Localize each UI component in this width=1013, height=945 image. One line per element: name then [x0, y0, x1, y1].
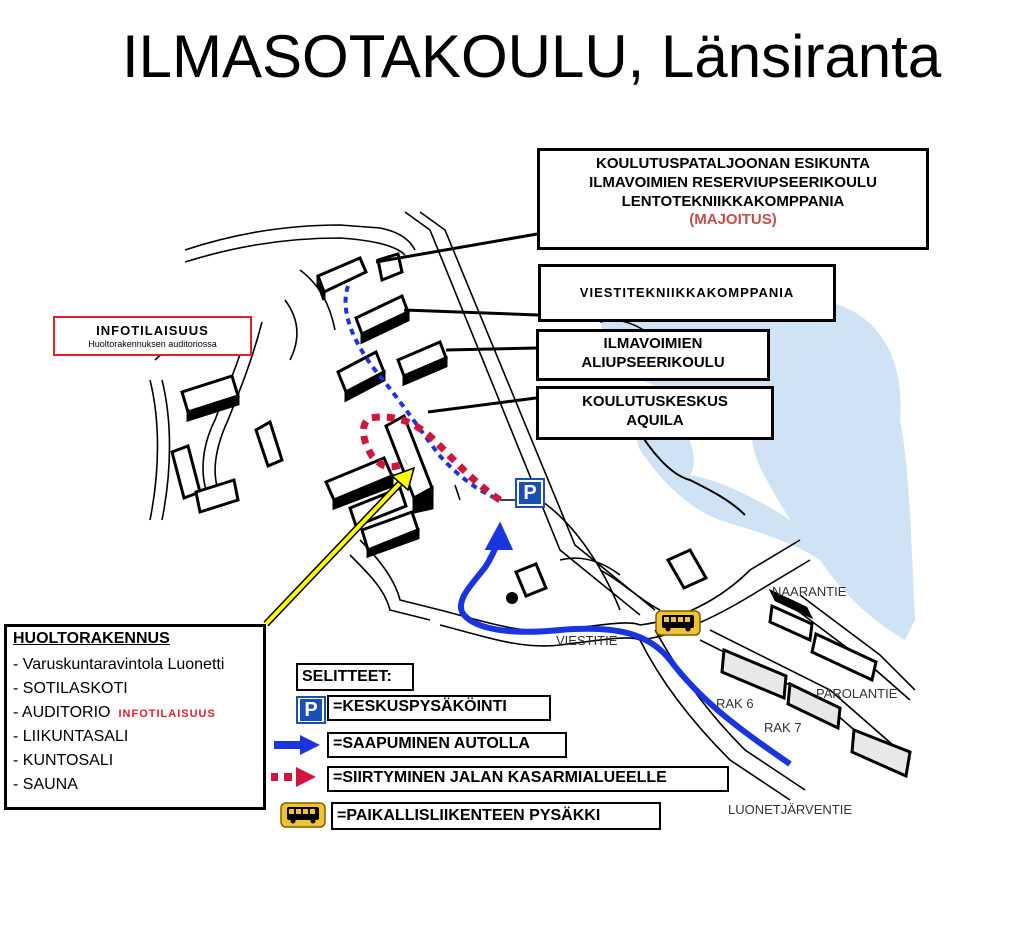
road-label-luonetjarventie: LUONETJÄRVENTIE — [728, 802, 853, 817]
callout-aquila-line2: AQUILA — [626, 411, 684, 429]
page-title: ILMASOTAKOULU, Länsiranta — [122, 23, 942, 90]
building — [514, 562, 548, 598]
huoltorakennus-box: HUOLTORAKENNUS - Varuskuntaravintola Luo… — [4, 624, 266, 810]
callout-aliupseerikoulu: ILMAVOIMIEN ALIUPSEERIKOULU — [536, 329, 770, 381]
legend-walk-arrow-icon — [271, 767, 316, 787]
huolto-item: - LIIKUNTASALI — [13, 728, 129, 745]
walk-route-blue — [343, 285, 501, 502]
callout-aliup-line2: ALIUPSEERIKOULU — [581, 353, 725, 371]
legend-bus: =PAIKALLISLIIKENTEEN PYSÄKKI — [331, 802, 661, 830]
legend-parking: =KESKUSPYSÄKÖINTI — [327, 695, 551, 721]
callout-headquarters: KOULUTUSPATALJOONAN ESIKUNTA ILMAVOIMIEN… — [537, 148, 929, 250]
parking-sign: P — [515, 478, 545, 508]
huolto-item: - KUNTOSALI — [13, 752, 114, 769]
building — [194, 478, 240, 514]
legend-car-arrow-icon — [274, 735, 320, 755]
callout-hq-majoitus: (MAJOITUS) — [689, 211, 777, 229]
road-label-viestitie: VIESTITIE — [556, 633, 618, 648]
legend-bus-icon — [280, 802, 326, 828]
callout-hq-line1: KOULUTUSPATALJOONAN ESIKUNTA — [596, 155, 870, 172]
building — [810, 631, 878, 683]
callout-hq-line2: ILMAVOIMIEN RESERVIUPSEERIKOULU — [589, 173, 877, 191]
building — [316, 256, 368, 295]
label-rak6: RAK 6 — [716, 696, 754, 711]
building — [170, 444, 202, 500]
callout-viestitekniikka: VIESTITEKNIIKKAKOMPPANIA — [538, 264, 836, 322]
huolto-item: - Varuskuntaravintola Luonetti — [13, 656, 225, 673]
callout-aquila-line1: KOULUTUSKESKUS — [582, 393, 728, 410]
info-title: INFOTILAISUUS — [96, 323, 209, 338]
car-route — [457, 539, 792, 767]
callout-infotilaisuus: INFOTILAISUUS Huoltorakennuksen auditori… — [53, 316, 252, 356]
legend-walk: =SIIRTYMINEN JALAN KASARMIALUEELLE — [327, 766, 729, 792]
road-label-parolantie: PAROLANTIE — [816, 686, 898, 701]
road-label-naarantie: NAARANTIE — [772, 584, 847, 599]
building — [768, 603, 814, 643]
bus-stop-icon — [655, 610, 701, 636]
huolto-item: - SOTILASKOTI — [13, 680, 128, 697]
legend-parking-icon: P — [296, 696, 326, 724]
building — [665, 548, 709, 590]
huolto-item: - SAUNA — [13, 776, 78, 793]
building — [768, 588, 814, 620]
huolto-item-auditorio: - AUDITORIO — [13, 704, 111, 721]
building — [850, 727, 912, 779]
huolto-heading: HUOLTORAKENNUS — [13, 630, 170, 647]
walk-route-red — [360, 413, 502, 503]
info-subtitle: Huoltorakennuksen auditoriossa — [88, 339, 217, 350]
label-rak7: RAK 7 — [764, 720, 802, 735]
lake — [600, 296, 915, 640]
callout-viesti-label: VIESTITEKNIIKKAKOMPPANIA — [579, 285, 795, 300]
callout-aliup-line1: ILMAVOIMIEN — [603, 335, 703, 352]
building — [720, 647, 788, 701]
building — [786, 681, 842, 731]
callout-hq-line3: LENTOTEKNIIKKAKOMPPANIA — [621, 192, 845, 210]
huolto-item: - AUDITORIO INFOTILAISUUS — [13, 703, 263, 723]
legend-car: =SAAPUMINEN AUTOLLA — [327, 732, 567, 758]
building — [254, 419, 284, 469]
callout-aquila: KOULUTUSKESKUS AQUILA — [536, 386, 774, 440]
auditorio-note: INFOTILAISUUS — [118, 708, 216, 720]
legend-title: SELITTEET: — [296, 663, 414, 691]
